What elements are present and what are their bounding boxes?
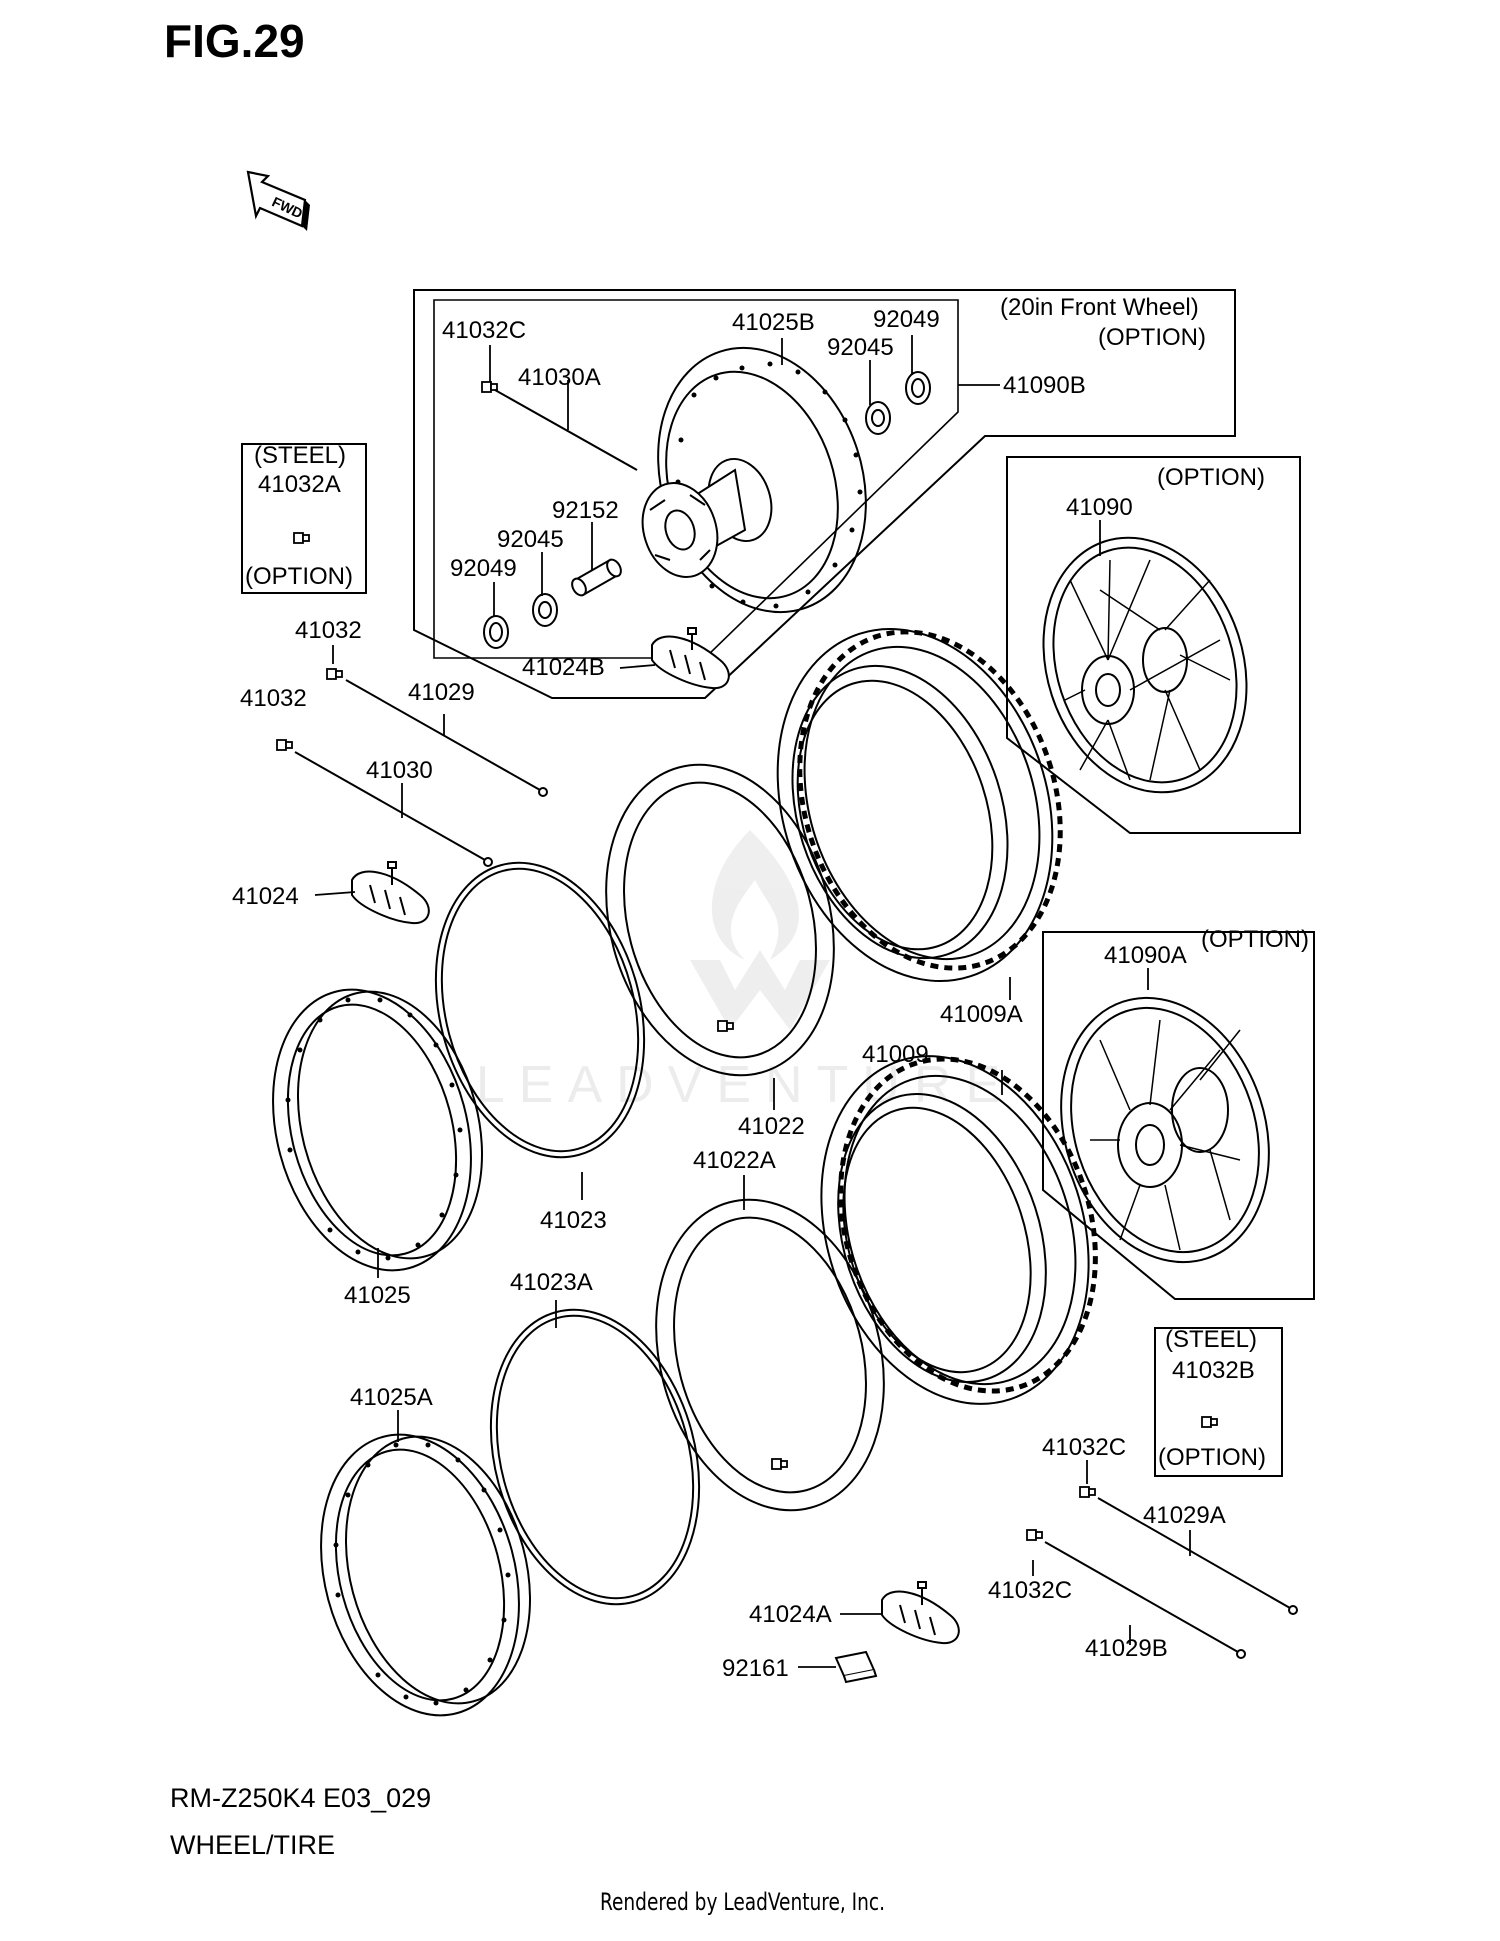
valve-41022 bbox=[717, 1020, 734, 1032]
steel-option-box-b bbox=[1154, 1327, 1283, 1477]
label-92049-left: 92049 bbox=[450, 555, 517, 582]
option-label-41090: (OPTION) bbox=[1157, 464, 1265, 491]
front-hub bbox=[641, 457, 773, 578]
label-41032C-top: 41032C bbox=[442, 317, 526, 344]
label-41090: 41090 bbox=[1066, 494, 1133, 521]
label-41025A: 41025A bbox=[350, 1384, 433, 1411]
label-41032C-right2: 41032C bbox=[988, 1577, 1072, 1604]
label-41032B: 41032B bbox=[1172, 1357, 1255, 1384]
front-wheel-note-2: (OPTION) bbox=[1098, 324, 1206, 351]
spoke-41029B bbox=[1044, 1541, 1239, 1653]
nipple-41032-a bbox=[326, 668, 343, 680]
front-wheel-inner-frame bbox=[433, 299, 959, 659]
rendered-by-note: Rendered by LeadVenture, Inc. bbox=[600, 1888, 886, 1916]
steel-option-box-a bbox=[241, 443, 367, 594]
rim-lock-41024 bbox=[351, 861, 430, 925]
bearing-92045-right bbox=[865, 401, 891, 435]
label-41029B: 41029B bbox=[1085, 1635, 1168, 1662]
label-41022A: 41022A bbox=[693, 1147, 776, 1174]
option-label-a: (OPTION) bbox=[245, 563, 353, 590]
nipple-41032A bbox=[293, 532, 310, 544]
front-wheel-note-1: (20in Front Wheel) bbox=[1000, 294, 1199, 321]
steel-label-a: (STEEL) bbox=[254, 442, 346, 469]
bearing-92045-left bbox=[532, 593, 558, 627]
label-41009A: 41009A bbox=[940, 1001, 1023, 1028]
label-41032-a: 41032 bbox=[295, 617, 362, 644]
label-41030: 41030 bbox=[366, 757, 433, 784]
label-41009: 41009 bbox=[862, 1041, 929, 1068]
nipple-41032C-top bbox=[481, 381, 498, 393]
option-label-b: (OPTION) bbox=[1158, 1444, 1266, 1471]
rim-band-41023A bbox=[489, 1308, 701, 1606]
wheel-41090-option-frame bbox=[1006, 456, 1301, 834]
rim-41025A bbox=[320, 1433, 532, 1717]
label-41032A: 41032A bbox=[258, 471, 341, 498]
model-code: RM-Z250K4 E03_029 bbox=[170, 1783, 432, 1813]
spoke-41029A bbox=[1097, 1497, 1291, 1609]
label-41025: 41025 bbox=[344, 1282, 411, 1309]
rim-band-41023 bbox=[434, 861, 646, 1159]
label-41032-b: 41032 bbox=[240, 685, 307, 712]
spoke-41029 bbox=[345, 679, 541, 791]
front-wheel-option-frame bbox=[413, 289, 1236, 699]
label-41022: 41022 bbox=[738, 1113, 805, 1140]
nipple-41032C-right2 bbox=[1026, 1529, 1043, 1541]
label-41090A: 41090A bbox=[1104, 942, 1187, 969]
wheel-41090A bbox=[1060, 996, 1270, 1264]
label-41030A: 41030A bbox=[518, 364, 601, 391]
spoke-41030 bbox=[294, 751, 486, 861]
nipple-41032C-right1 bbox=[1079, 1486, 1096, 1498]
fwd-arrow-icon: FWD bbox=[246, 170, 310, 231]
spacer-92152 bbox=[571, 558, 622, 597]
label-92045-top: 92045 bbox=[827, 334, 894, 361]
label-41024B: 41024B bbox=[522, 654, 605, 681]
wheel-41090 bbox=[1042, 536, 1248, 794]
label-41025B: 41025B bbox=[732, 309, 815, 336]
nipple-41032-b bbox=[276, 739, 293, 751]
rim-lock-41024B bbox=[651, 627, 730, 690]
seal-92049-right bbox=[905, 371, 931, 405]
option-label-41090A: (OPTION) bbox=[1201, 926, 1309, 953]
label-41024A: 41024A bbox=[749, 1601, 832, 1628]
steel-label-b: (STEEL) bbox=[1165, 1326, 1257, 1353]
label-41029: 41029 bbox=[408, 679, 475, 706]
nipple-41032B bbox=[1201, 1416, 1218, 1428]
rim-holes-41025 bbox=[285, 997, 463, 1261]
label-41024: 41024 bbox=[232, 883, 299, 910]
label-41023A: 41023A bbox=[510, 1269, 593, 1296]
rim-holes-41025A bbox=[333, 1442, 511, 1706]
tire-41009 bbox=[820, 1055, 1098, 1405]
rim-41025 bbox=[272, 988, 484, 1272]
label-92161: 92161 bbox=[722, 1655, 789, 1682]
spoke-41030A bbox=[494, 389, 638, 471]
rim-lock-41024A bbox=[881, 1581, 960, 1645]
figure-title: FIG.29 bbox=[164, 15, 305, 67]
seal-92049-left bbox=[483, 615, 509, 649]
leader-lines bbox=[314, 335, 1191, 1668]
label-92049-top: 92049 bbox=[873, 306, 940, 333]
watermark-logo bbox=[690, 830, 830, 1030]
label-41029A: 41029A bbox=[1143, 1502, 1226, 1529]
tube-41022A bbox=[655, 1198, 885, 1512]
watermark-text: LEADVENTURE bbox=[476, 1056, 1014, 1114]
label-41032C-right1: 41032C bbox=[1042, 1434, 1126, 1461]
tire-41009A bbox=[776, 628, 1063, 982]
section-title: WHEEL/TIRE bbox=[170, 1830, 336, 1860]
label-41090B: 41090B bbox=[1003, 372, 1086, 399]
label-92045-left: 92045 bbox=[497, 526, 564, 553]
valve-41022A bbox=[771, 1458, 788, 1470]
tube-41022 bbox=[605, 763, 835, 1077]
label-92152: 92152 bbox=[552, 497, 619, 524]
label-41023: 41023 bbox=[540, 1207, 607, 1234]
balance-weight-92161 bbox=[834, 1650, 878, 1684]
